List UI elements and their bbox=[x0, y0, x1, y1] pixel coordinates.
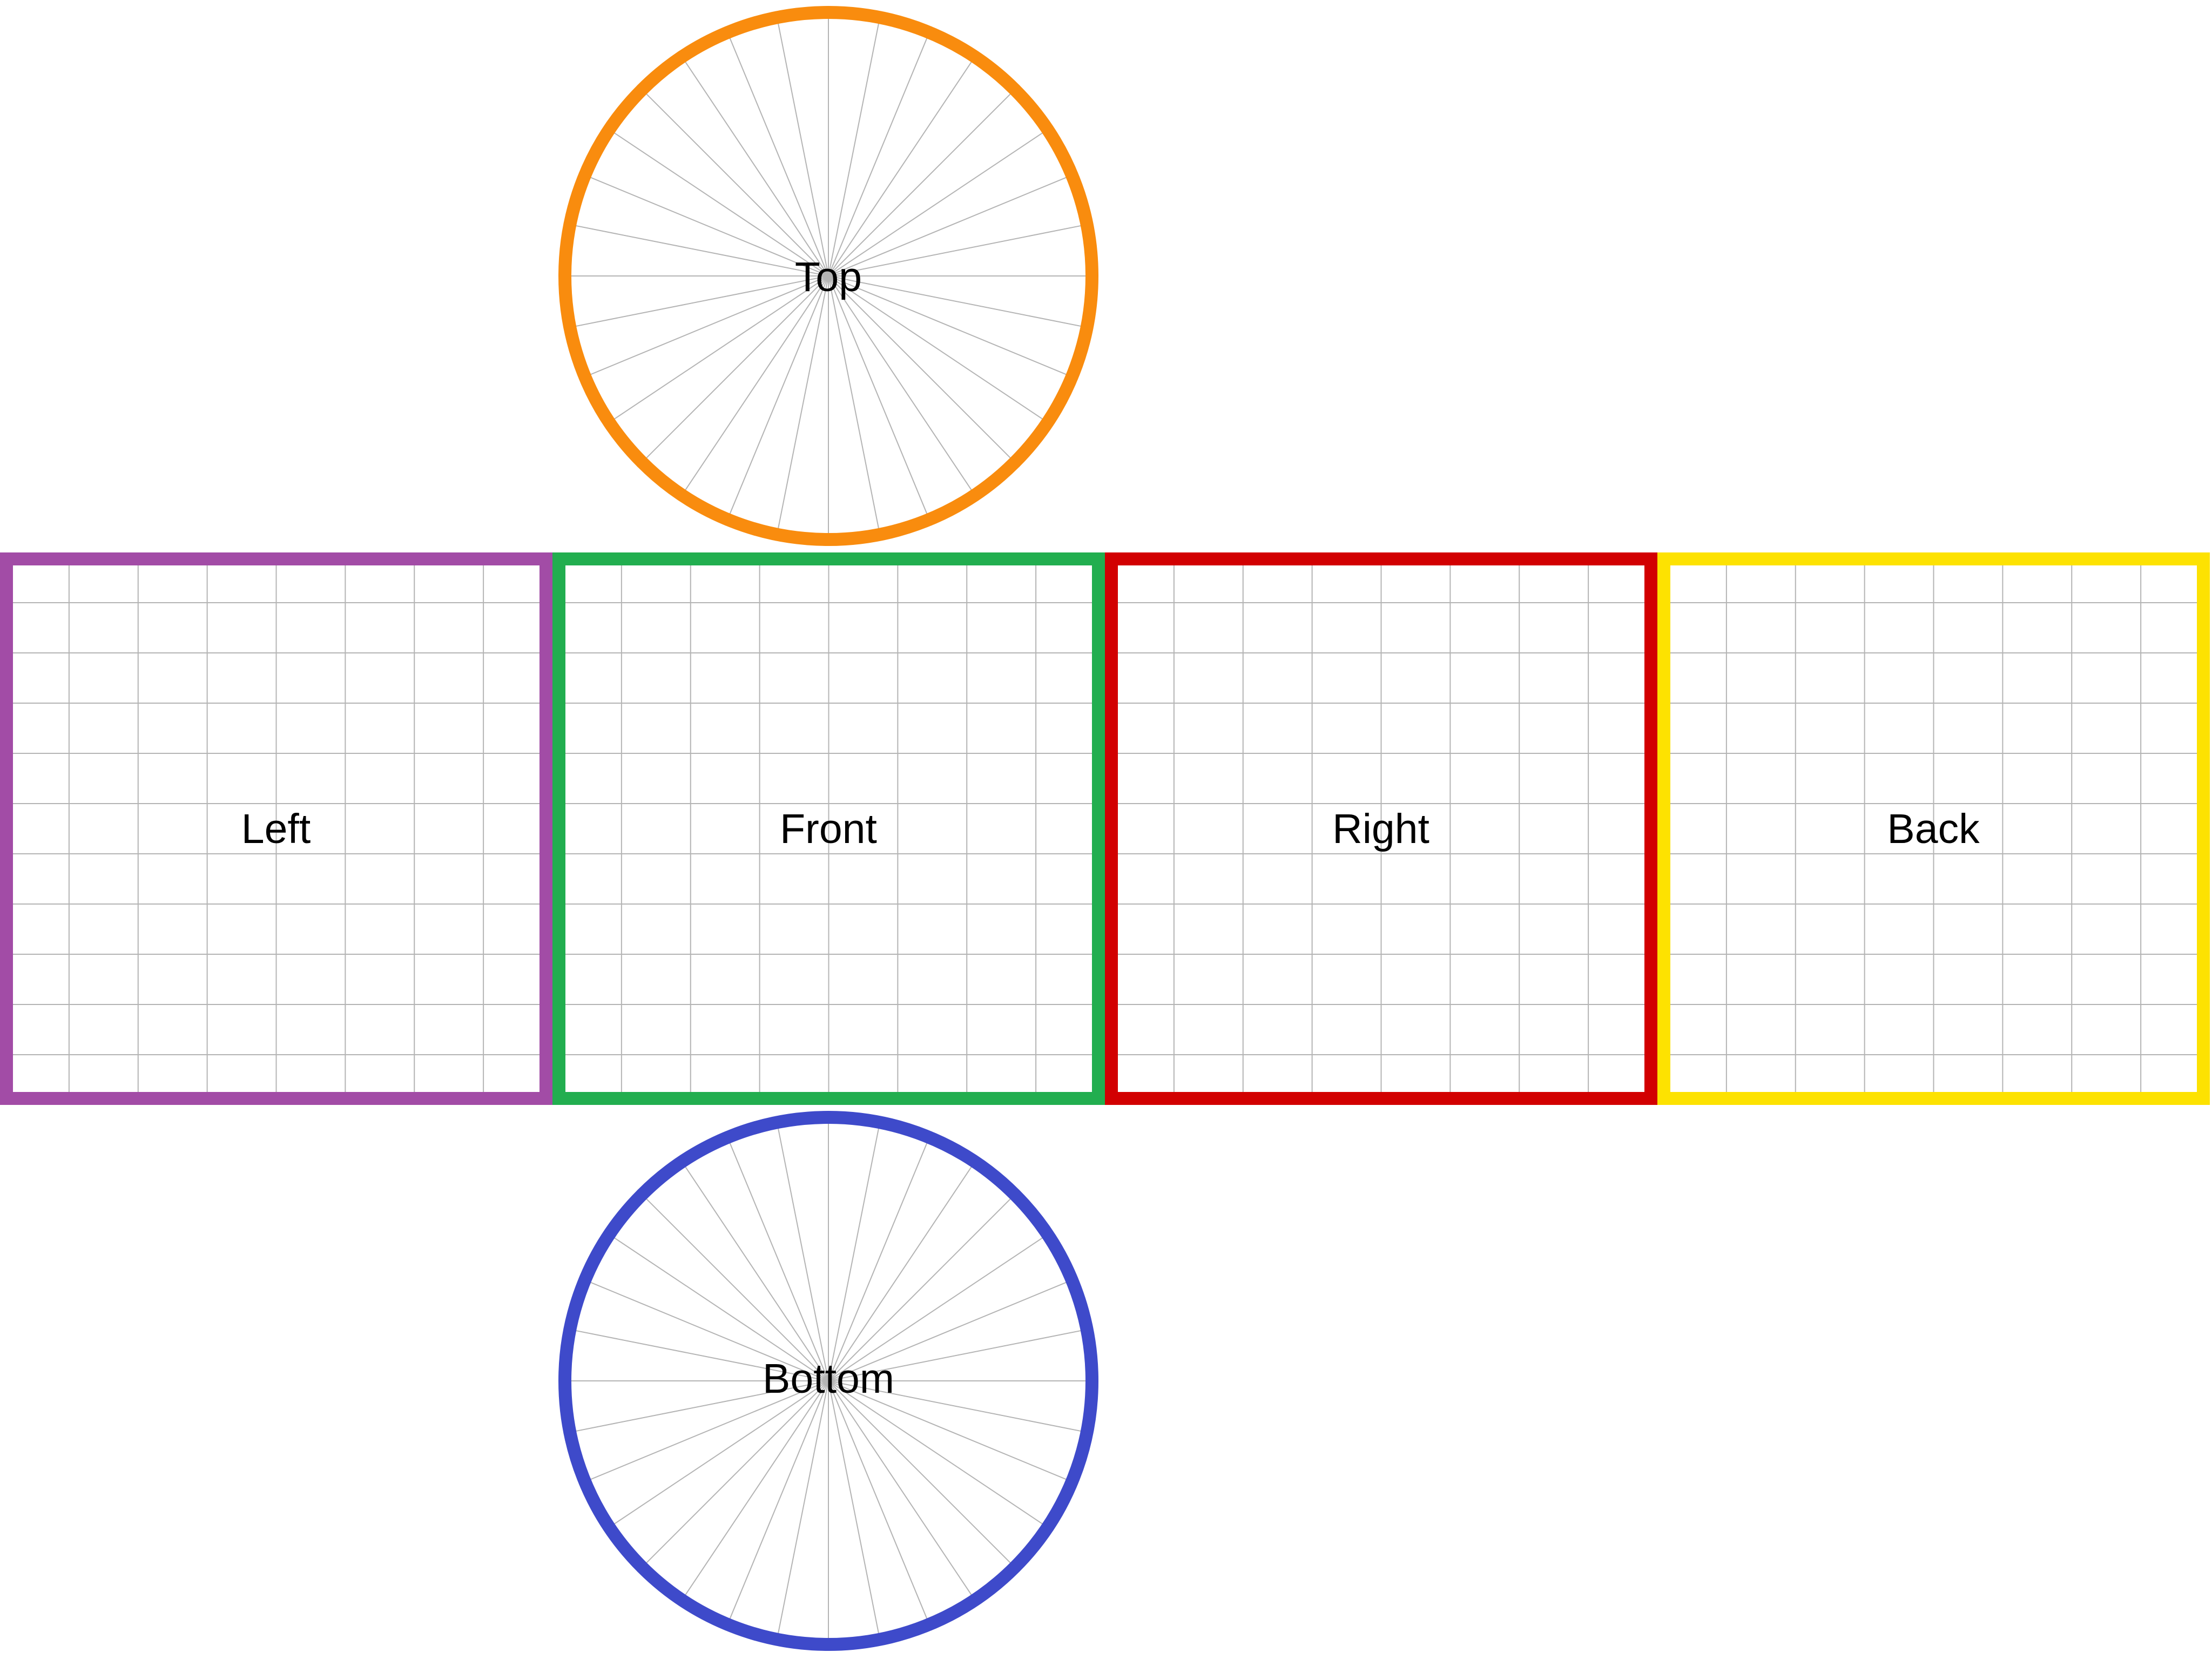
spoke-line bbox=[637, 275, 829, 468]
spoke-line bbox=[828, 1380, 933, 1631]
spoke-line bbox=[828, 1327, 1094, 1381]
spoke-line bbox=[828, 1380, 979, 1606]
right-border bbox=[1105, 552, 1657, 1105]
spoke-line bbox=[603, 275, 829, 427]
face-bottom: Bottom bbox=[558, 1111, 1098, 1651]
front-grid bbox=[552, 552, 1105, 1105]
spoke-line bbox=[828, 1189, 1020, 1381]
spoke-line bbox=[678, 275, 829, 501]
left-grid bbox=[0, 552, 552, 1105]
spoke-line bbox=[603, 1230, 829, 1381]
face-left: Left bbox=[0, 552, 552, 1105]
spoke-line bbox=[828, 84, 1020, 276]
spoke-line bbox=[563, 222, 829, 276]
spoke-line bbox=[828, 275, 933, 526]
left-label: Left bbox=[241, 806, 311, 852]
spoke-line bbox=[828, 11, 882, 276]
top-spokes bbox=[558, 6, 1098, 546]
left-border bbox=[0, 552, 552, 1105]
spoke-line bbox=[637, 1189, 829, 1381]
spoke-line bbox=[563, 1327, 829, 1381]
spoke-line bbox=[828, 222, 1094, 276]
bottom-spokes bbox=[558, 1111, 1098, 1651]
face-top: Top bbox=[558, 6, 1098, 546]
face-right: Right bbox=[1105, 552, 1657, 1105]
spoke-line bbox=[563, 275, 829, 329]
spoke-line bbox=[828, 275, 1078, 380]
spoke-line bbox=[603, 1380, 829, 1532]
spoke-line bbox=[775, 1380, 829, 1646]
spoke-line bbox=[678, 1380, 829, 1606]
spoke-line bbox=[828, 51, 979, 276]
front-border bbox=[552, 552, 1105, 1105]
back-border bbox=[1657, 552, 2210, 1105]
spoke-line bbox=[637, 84, 829, 276]
back-grid bbox=[1657, 552, 2210, 1105]
spoke-line bbox=[775, 275, 829, 541]
spoke-line bbox=[828, 1116, 882, 1381]
right-label: Right bbox=[1332, 806, 1429, 852]
back-label: Back bbox=[1887, 806, 1980, 852]
spoke-line bbox=[724, 1131, 829, 1381]
spoke-line bbox=[578, 275, 829, 380]
spoke-line bbox=[828, 1277, 1078, 1381]
spoke-line bbox=[828, 275, 882, 541]
spoke-line bbox=[578, 1380, 829, 1485]
spoke-line bbox=[678, 51, 829, 276]
front-label: Front bbox=[780, 806, 877, 852]
spoke-line bbox=[828, 1380, 1054, 1532]
spoke-line bbox=[724, 275, 829, 526]
bottom-label: Bottom bbox=[763, 1355, 894, 1402]
top-border bbox=[558, 6, 1098, 546]
spoke-line bbox=[828, 275, 979, 501]
spoke-line bbox=[828, 1131, 933, 1381]
spoke-line bbox=[828, 125, 1054, 276]
right-grid bbox=[1105, 552, 1657, 1105]
spoke-line bbox=[828, 1380, 882, 1646]
spoke-line bbox=[578, 1277, 829, 1381]
spoke-line bbox=[775, 11, 829, 276]
spoke-line bbox=[828, 1380, 1078, 1485]
spoke-line bbox=[828, 1156, 979, 1381]
spoke-line bbox=[828, 172, 1078, 276]
spoke-line bbox=[828, 1380, 1094, 1434]
face-front: Front bbox=[552, 552, 1105, 1105]
spoke-line bbox=[563, 1380, 829, 1434]
spoke-line bbox=[678, 1156, 829, 1381]
spoke-line bbox=[775, 1116, 829, 1381]
spoke-line bbox=[724, 26, 829, 276]
spoke-line bbox=[828, 275, 1054, 427]
spoke-line bbox=[578, 172, 829, 276]
spoke-line bbox=[603, 125, 829, 276]
spoke-line bbox=[828, 275, 1020, 468]
spoke-line bbox=[828, 1230, 1054, 1381]
spoke-line bbox=[828, 1380, 1020, 1573]
spoke-line bbox=[828, 275, 1094, 329]
spoke-line bbox=[828, 26, 933, 276]
bottom-border bbox=[558, 1111, 1098, 1651]
spoke-line bbox=[724, 1380, 829, 1631]
top-label: Top bbox=[795, 254, 862, 300]
face-back: Back bbox=[1657, 552, 2210, 1105]
spoke-line bbox=[637, 1380, 829, 1573]
